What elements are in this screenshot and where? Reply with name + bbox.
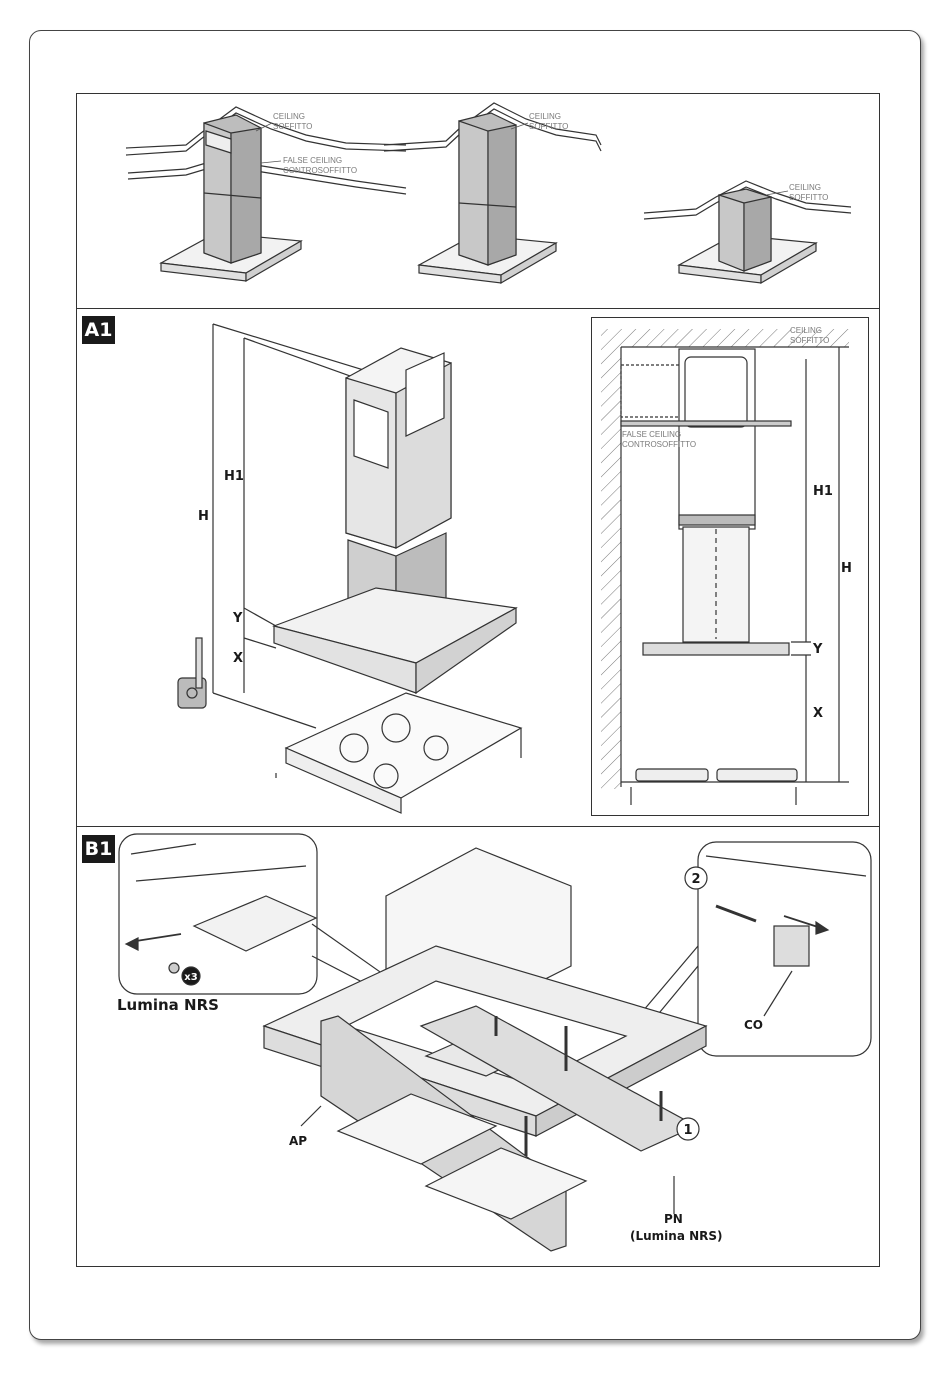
ceiling-label: CEILING [529,112,561,121]
ceiling-label: CEILING [273,112,305,121]
false-ceiling-label: FALSE CEILING [283,156,342,165]
inset-ceiling-label-it: SOFFITTO [790,336,829,345]
part-label-pn: PN [664,1212,683,1226]
ceiling-label-it: SOFFITTO [273,122,312,131]
ceiling-label-it: SOFFITTO [529,122,568,131]
inset-false-ceiling-label-it: CONTROSOFFITTO [622,440,696,449]
inset-dimension-x: X [813,706,823,721]
inset-dimension-y: Y [812,642,823,657]
dimension-x: X [233,651,243,666]
part-label-ap: AP [289,1134,307,1148]
false-ceiling-inset-illustration: CEILING SOFFITTO FALSE CEILING CONTROSOF… [591,317,868,815]
dimension-h1: H1 [224,469,244,484]
step-2-marker: 2 [691,872,700,887]
part-label-pn-model: (Lumina NRS) [630,1229,723,1243]
ceiling-label: CEILING [789,183,821,192]
dimension-h: H [198,509,209,524]
screw-count: x3 [184,972,197,983]
ceiling-label-it: SOFFITTO [789,193,828,202]
inset-ceiling-label: CEILING [790,326,822,335]
false-ceiling-label-it: CONTROSOFFITTO [283,166,357,175]
installation-options-illustration: CEILING SOFFITTO FALSE CEILING CONTROSOF… [76,93,879,308]
inset-false-ceiling-label: FALSE CEILING [622,430,681,439]
hood-height-illustration: H1 H Y X [76,308,591,826]
part-label-co: CO [744,1018,763,1032]
step-1-marker: 1 [683,1123,692,1138]
dimension-y: Y [232,611,243,626]
inset-dimension-h: H [841,561,852,576]
filter-panel-removal-illustration: x3 2 1 AP PN (Lumina NRS) CO [76,826,879,1266]
inset-dimension-h1: H1 [813,484,833,499]
